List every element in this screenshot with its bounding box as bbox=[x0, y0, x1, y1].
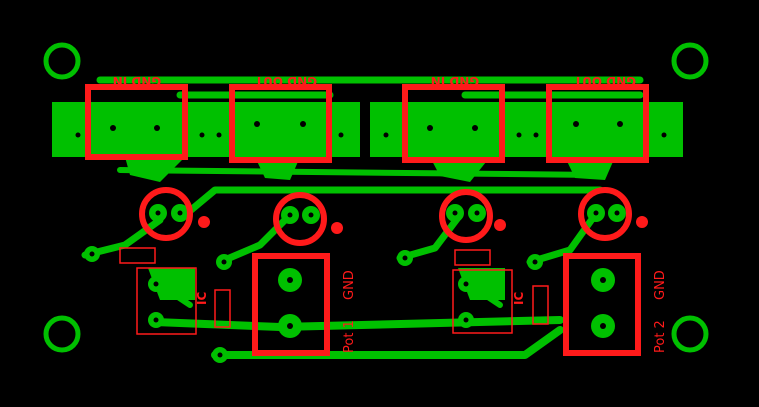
resistor-outline-1 bbox=[119, 247, 156, 264]
polarity-dot bbox=[636, 216, 648, 228]
ic-pour-right bbox=[458, 268, 505, 300]
polarity-dot bbox=[331, 222, 343, 234]
pour-right-tab-a bbox=[430, 157, 490, 182]
copper-pours bbox=[52, 102, 683, 300]
connector-outline-gnd-in-left bbox=[85, 84, 188, 160]
resistor-outline-4 bbox=[532, 285, 549, 325]
transistor-outline-2 bbox=[273, 192, 327, 246]
pour-left-tab-a bbox=[125, 157, 185, 182]
label-gnd-in-right: GND IN bbox=[431, 74, 480, 88]
transistor-outline-3 bbox=[439, 189, 493, 243]
label-gnd-out-right: GND OUT bbox=[573, 74, 636, 88]
mounting-hole-bottom-right bbox=[671, 315, 709, 353]
resistor-outline-2 bbox=[454, 249, 491, 266]
silkscreen-labels: GND IN GND OUT GND IN GND OUT GND Pot 1 … bbox=[113, 74, 668, 353]
connector-outline-gnd-out-right bbox=[546, 84, 649, 163]
silkscreen bbox=[85, 84, 649, 356]
label-gnd-pot2: GND bbox=[653, 270, 668, 300]
connector-outline-gnd-in-right bbox=[402, 84, 505, 163]
label-ic-left: IC bbox=[194, 292, 208, 305]
ic-outline-left bbox=[136, 267, 197, 335]
mounting-hole-top-left bbox=[43, 42, 81, 80]
silkscreen-dots bbox=[198, 216, 648, 234]
trace-pad-row bbox=[117, 167, 603, 178]
label-gnd-in-left: GND IN bbox=[113, 74, 162, 88]
transistor-outline-1 bbox=[139, 187, 193, 241]
label-pot1: Pot 1 bbox=[342, 320, 357, 353]
label-ic-right: IC bbox=[511, 292, 525, 305]
pot2-outline bbox=[563, 253, 641, 356]
transistor-outline-4 bbox=[578, 187, 632, 241]
pot1-outline bbox=[252, 253, 330, 356]
ic-outline-right bbox=[452, 269, 513, 334]
polarity-dot bbox=[198, 216, 210, 228]
resistor-outline-3 bbox=[214, 289, 231, 328]
pads bbox=[70, 113, 672, 363]
mounting-hole-top-right bbox=[671, 42, 709, 80]
connector-outline-gnd-out-left bbox=[229, 84, 332, 163]
mounting-holes bbox=[43, 42, 709, 353]
ic-pour-left bbox=[148, 268, 195, 300]
mounting-hole-bottom-left bbox=[43, 315, 81, 353]
pour-right bbox=[370, 102, 683, 157]
label-pot2: Pot 2 bbox=[653, 320, 668, 353]
trace-pot-left-b bbox=[216, 211, 294, 266]
label-gnd-out-left: GND OUT bbox=[254, 74, 317, 88]
label-gnd-pot1: GND bbox=[342, 270, 357, 300]
polarity-dot bbox=[494, 219, 506, 231]
